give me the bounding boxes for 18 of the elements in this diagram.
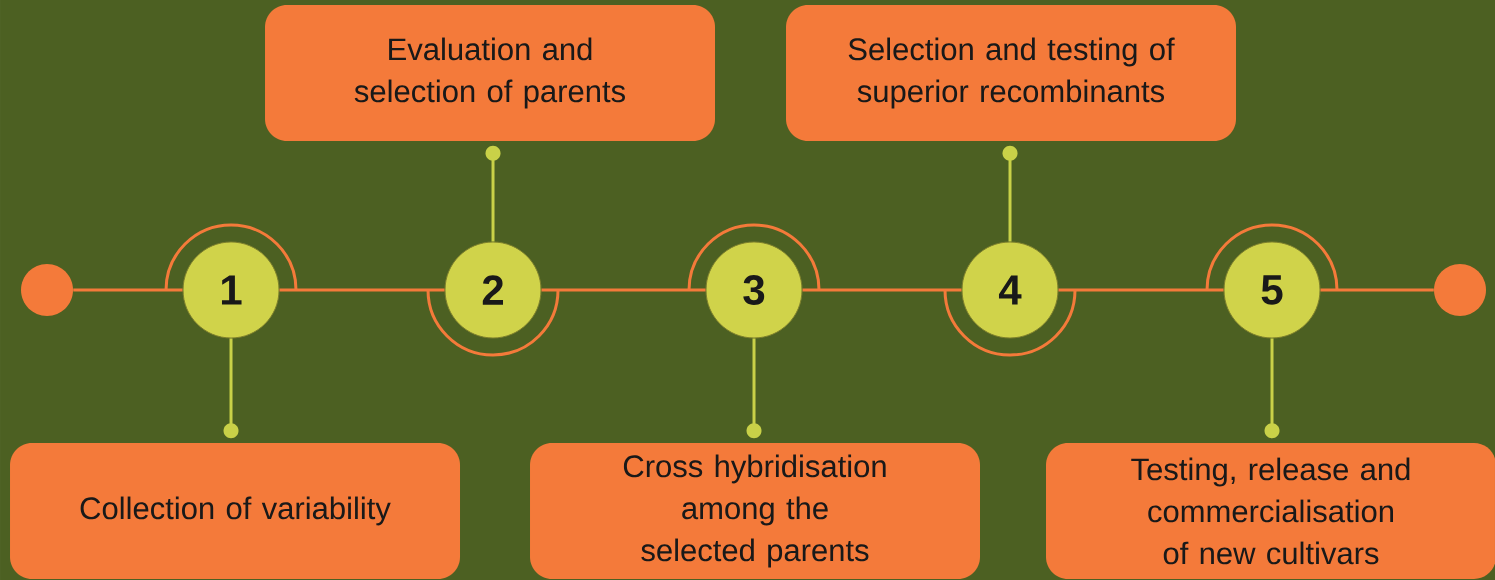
- leader-line: [223, 338, 239, 439]
- leader-line: [1002, 145, 1018, 242]
- end-dot: [21, 264, 73, 316]
- step-box: Evaluation and selection of parents: [265, 5, 715, 141]
- step-box: Testing, release and commercialisation of new cultivars: [1046, 443, 1495, 579]
- connector-line: [73, 288, 183, 292]
- step-box: Collection of variability: [10, 443, 460, 579]
- step-box: Cross hybridisation among the selected parents: [530, 443, 980, 579]
- connector-line: [279, 288, 445, 292]
- connector-line: [541, 288, 706, 292]
- connector-line: [802, 288, 962, 292]
- end-dot: [1434, 264, 1486, 316]
- leader-line: [1264, 338, 1280, 439]
- connector-line: [1058, 288, 1224, 292]
- leader-line: [485, 145, 501, 242]
- step-box: Selection and testing of superior recombinants: [786, 5, 1236, 141]
- leader-line: [746, 338, 762, 439]
- connector-line: [1320, 288, 1434, 292]
